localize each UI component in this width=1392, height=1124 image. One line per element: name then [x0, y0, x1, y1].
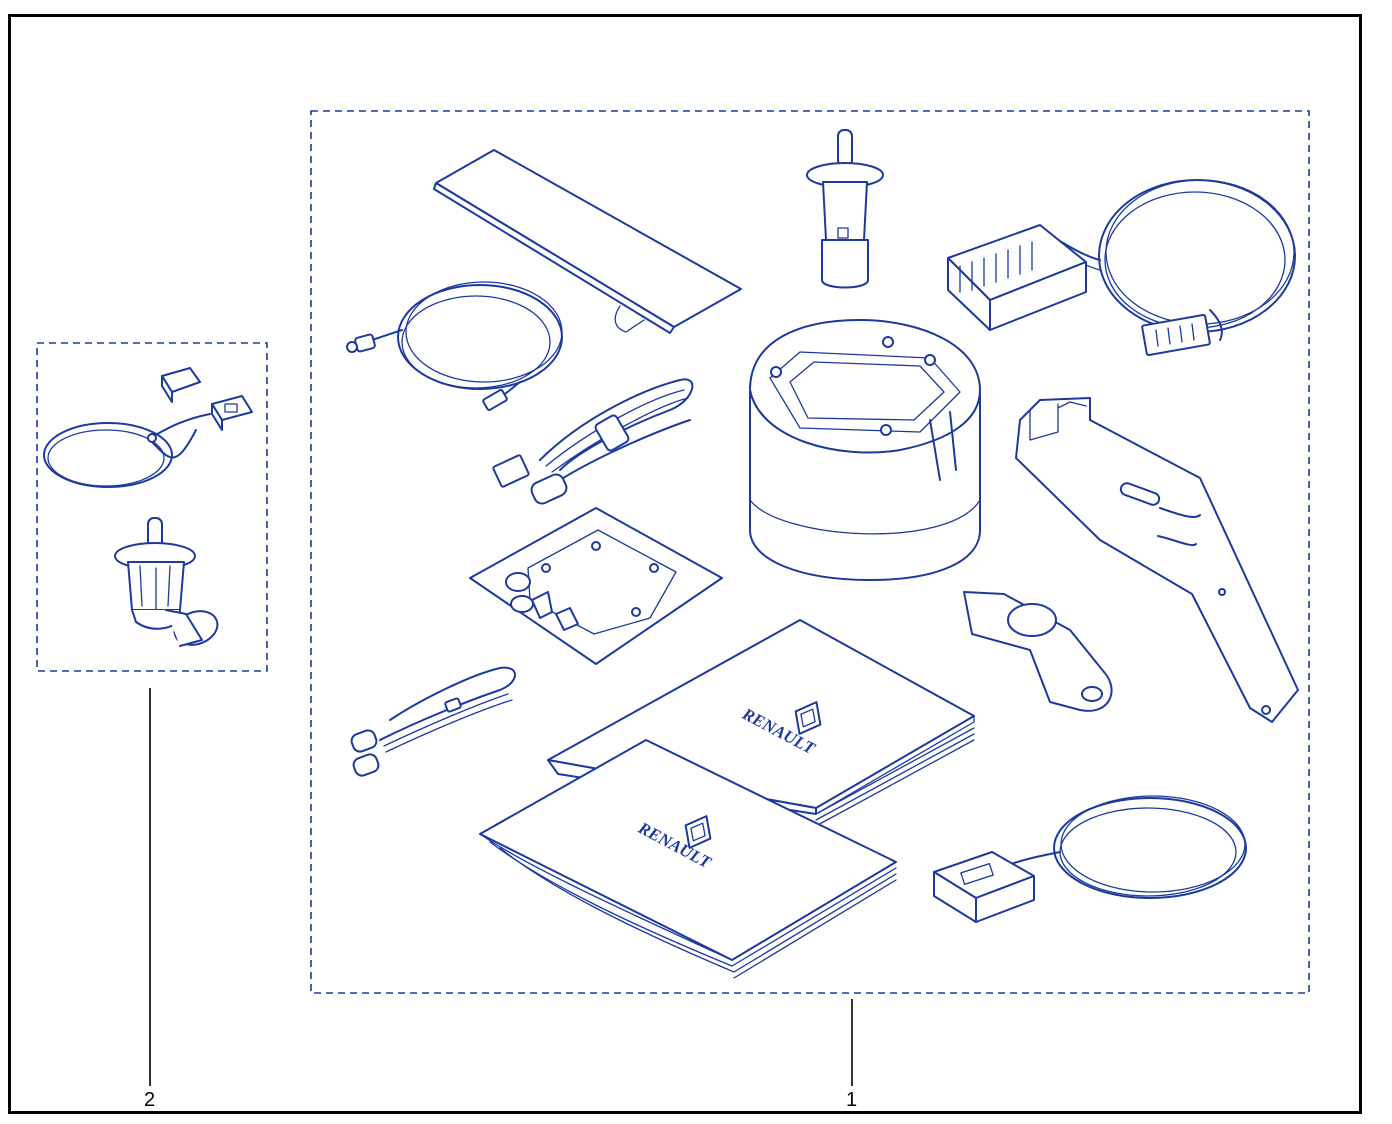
small-sensor-leads: [350, 666, 516, 777]
kit-2-wiring-loom: [43, 367, 253, 488]
callout-label-1: 1: [846, 1089, 858, 1111]
renault-logo-back: [794, 701, 822, 735]
large-connector-harness: [947, 179, 1296, 357]
kit-1-group-box: [310, 110, 1310, 994]
push-switch: [806, 129, 884, 289]
kit-2-group-box: [36, 342, 268, 672]
interface-connector-harness: [933, 795, 1247, 923]
kit-2-push-switch: [114, 517, 219, 647]
mounting-bracket-small: [963, 591, 1113, 712]
diagram-frame: [8, 14, 1362, 1114]
owner-manual-front: RENAULT: [479, 739, 897, 979]
mounting-bracket-large: [1015, 397, 1299, 723]
hardware-bag: [469, 507, 723, 665]
alarm-siren-unit: [749, 319, 981, 581]
renault-logo-front: [684, 815, 712, 849]
adhesive-pad-strip: [433, 149, 742, 334]
callout-label-2: 2: [144, 1089, 156, 1111]
bundled-wire-harness: [492, 378, 694, 505]
coiled-sensor-cable: [346, 281, 563, 411]
